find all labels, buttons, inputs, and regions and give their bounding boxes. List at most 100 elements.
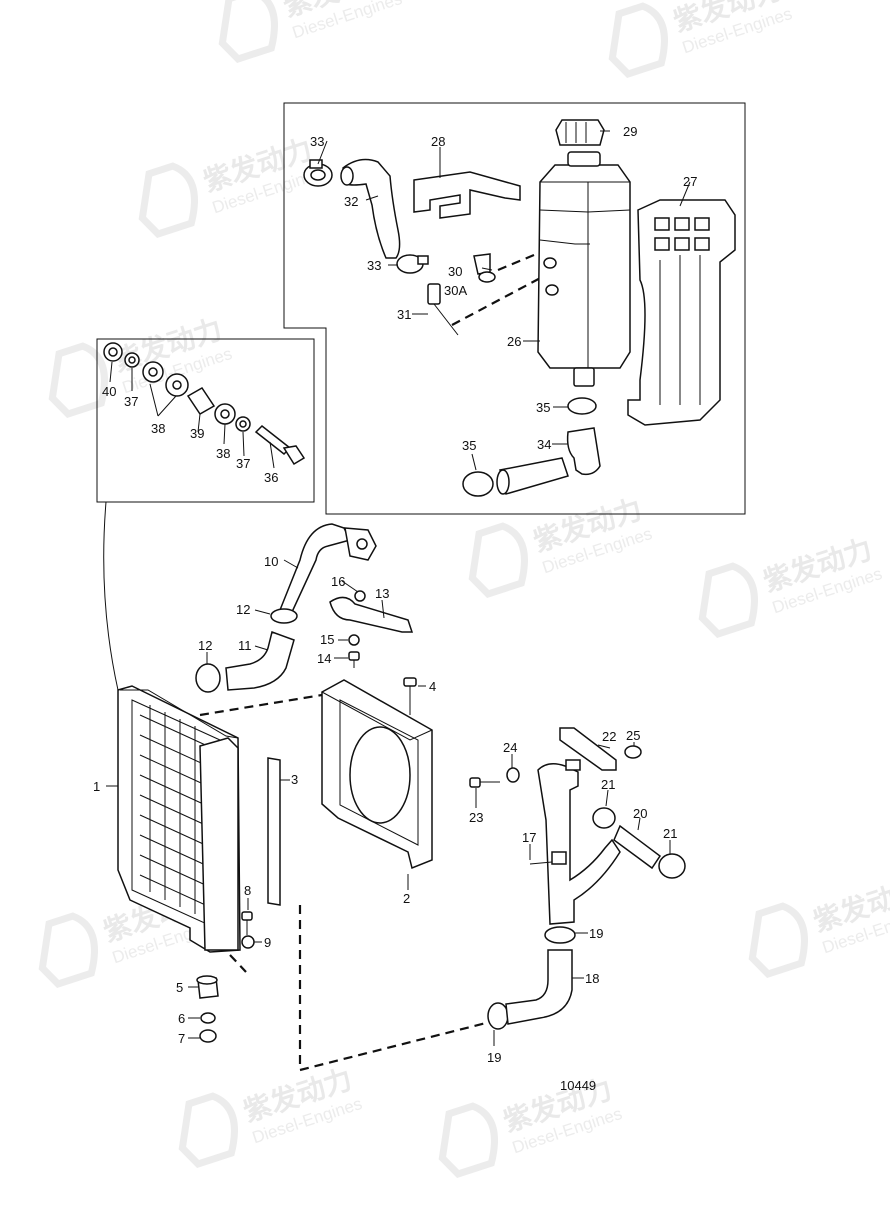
sealing-strip-3 [267,757,281,906]
label-30: 30 [448,264,462,279]
label-18: 18 [585,971,599,986]
bolt-4 [403,677,417,715]
label-29: 29 [623,124,637,139]
label-33: 33 [310,134,324,149]
label-2: 2 [403,891,410,906]
spacer-39 [186,387,216,415]
label-37b: 37 [236,456,250,471]
coolant-hose-11 [225,631,295,691]
label-23: 23 [469,810,483,825]
water-pipe [537,759,621,925]
hose-clamp-19 [544,926,576,944]
label-17: 17 [522,830,536,845]
nut-15 [348,634,360,646]
coolant-hose-18 [505,949,573,1025]
label-33b: 33 [367,258,381,273]
hose-clamp-21b [658,853,686,879]
fan-shroud-2 [321,679,433,870]
assembly-line [229,954,247,973]
label-8: 8 [244,883,251,898]
label-9: 9 [264,935,271,950]
label-11: 11 [238,638,252,653]
rubber-mount-5 [196,975,219,999]
label-26: 26 [507,334,521,349]
label-37: 37 [124,394,138,409]
label-5: 5 [176,980,183,995]
bolt-36 [254,424,306,466]
label-13: 13 [375,586,389,601]
nut-25 [624,745,642,759]
bracket-22 [559,727,617,771]
label-40: 40 [102,384,116,399]
assembly-line [497,248,547,272]
label-6: 6 [178,1011,185,1026]
label-19b: 19 [487,1050,501,1065]
label-19: 19 [589,926,603,941]
label-7: 7 [178,1031,185,1046]
watermark: 紫发动力 Diesel-Engines [468,492,654,598]
nut-40 [103,342,123,362]
hose-clamp-19b [487,1002,509,1030]
label-12b: 12 [198,638,212,653]
label-28: 28 [431,134,445,149]
label-38: 38 [151,421,165,436]
label-4: 4 [429,679,436,694]
label-35: 35 [536,400,550,415]
hose-clamp-35b [462,471,494,497]
coolant-pipe-10 [278,523,377,613]
label-38b: 38 [216,446,230,461]
hose-clamp-21 [592,807,616,829]
washer-6 [200,1012,216,1024]
rubber-washer-38c [214,403,236,425]
label-16: 16 [331,574,345,589]
label-21: 21 [601,777,615,792]
inset-frame-mounting-kit [96,338,315,503]
label-3: 3 [291,772,298,787]
hose-34 [566,427,601,476]
bolt-23 [469,777,500,788]
label-25: 25 [626,728,640,743]
assembly-line [451,274,547,326]
label-39: 39 [190,426,204,441]
watermark: 紫发动力 Diesel-Engines [608,0,794,78]
bracket-28 [413,171,521,219]
inset-frame-expansion-tank [283,102,746,515]
watermark: 紫发动力 Diesel-Engines [138,132,324,238]
drawing-number: 10449 [560,1078,596,1093]
label-35b: 35 [462,438,476,453]
label-15: 15 [320,632,334,647]
watermark: 紫发动力 Diesel-Engines [698,532,884,638]
hose-20 [613,824,662,870]
washer-24 [506,767,520,783]
callout-labels: 33 28 29 27 32 33 30 30A 31 26 35 34 35 … [93,124,697,1093]
coolant-hose-32 [340,158,401,259]
nut-9 [241,935,255,949]
nut-16 [354,590,366,602]
hose-clamp-33 [303,159,333,187]
expansion-tank-26 [537,151,631,387]
label-1: 1 [93,779,100,794]
strap-13 [329,596,414,633]
label-21b: 21 [663,826,677,841]
label-14: 14 [317,651,331,666]
label-22: 22 [602,729,616,744]
leader-lines [106,130,691,1046]
watermark: 紫发动力 Diesel-Engines [748,872,890,978]
washer-37 [124,352,140,368]
assembly-line [199,693,323,717]
watermark: 紫发动力 Diesel-Engines [218,0,404,63]
label-27: 27 [683,174,697,189]
tank-bracket-27 [627,199,736,426]
bolt-14 [348,651,360,668]
bolt-8 [241,911,253,935]
label-31: 31 [397,307,411,322]
hose-clamp-33b [396,254,429,274]
leader-line-kit [103,501,119,691]
label-30A: 30A [444,283,467,298]
label-36: 36 [264,470,278,485]
radiator-1 [117,685,241,953]
washer-37b [235,416,251,432]
filler-cap-29 [555,119,605,146]
bolt-17 [529,861,553,865]
